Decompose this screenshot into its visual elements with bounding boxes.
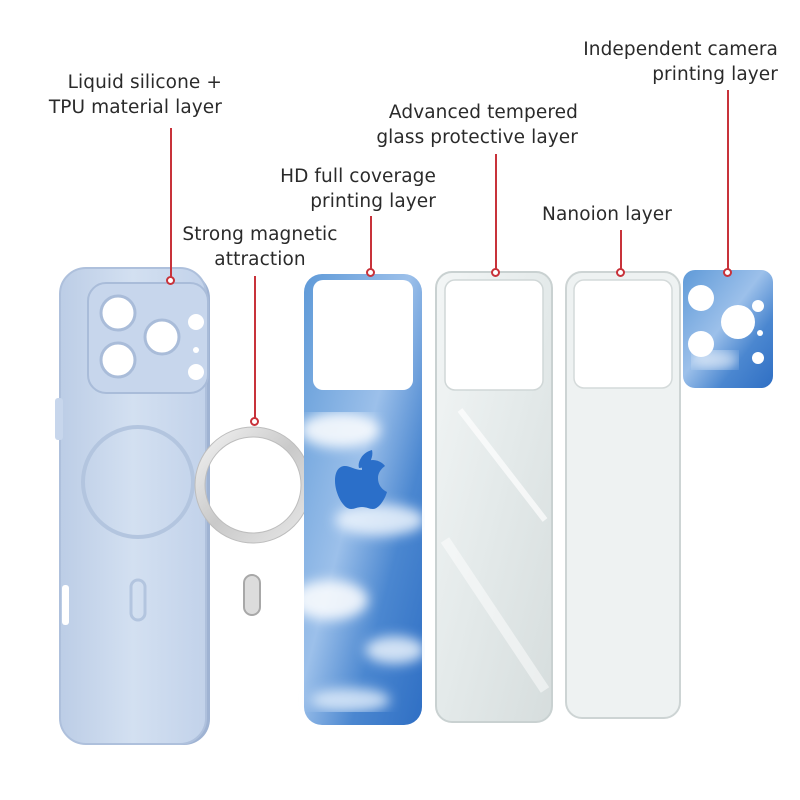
leader-magnetic [254, 276, 256, 419]
label-nanoion-line1: Nanoion layer [542, 204, 672, 225]
label-camera-line2: printing layer [652, 64, 778, 85]
tempered-glass-layer [435, 271, 553, 723]
leader-camera [727, 90, 729, 270]
label-silicone-line1: Liquid silicone + [67, 72, 222, 93]
leader-dot-nanoion [616, 268, 625, 277]
apple-logo-icon [335, 450, 387, 509]
leader-dot-glass [491, 268, 500, 277]
nanoion-layer [565, 271, 681, 719]
label-camera-line1: Independent camera [583, 39, 778, 60]
label-magnetic: Strong magnetic attraction [170, 222, 350, 272]
printing-layer [292, 274, 425, 725]
leader-silicone [170, 128, 172, 278]
label-camera: Independent camera printing layer [570, 37, 778, 87]
label-nanoion: Nanoion layer [520, 202, 672, 227]
label-printing-line1: HD full coverage [280, 166, 436, 187]
magnetic-ring [194, 426, 312, 616]
leader-glass [495, 154, 497, 270]
label-magnetic-line1: Strong magnetic [182, 224, 338, 245]
camera-printing-layer [683, 270, 773, 388]
label-silicone-line2: TPU material layer [48, 97, 222, 118]
silicone-case [55, 267, 210, 745]
label-silicone: Liquid silicone + TPU material layer [40, 70, 222, 120]
label-printing: HD full coverage printing layer [256, 164, 436, 214]
leader-nanoion [620, 230, 622, 270]
leader-dot-printing [366, 268, 375, 277]
label-printing-line2: printing layer [310, 191, 436, 212]
label-glass-line2: glass protective layer [376, 127, 578, 148]
leader-dot-camera [723, 268, 732, 277]
label-glass: Advanced tempered glass protective layer [368, 100, 578, 150]
label-magnetic-line2: attraction [214, 249, 306, 270]
leader-dot-silicone [166, 276, 175, 285]
leader-printing [370, 216, 372, 270]
label-glass-line1: Advanced tempered [388, 102, 578, 123]
leader-dot-magnetic [250, 417, 259, 426]
